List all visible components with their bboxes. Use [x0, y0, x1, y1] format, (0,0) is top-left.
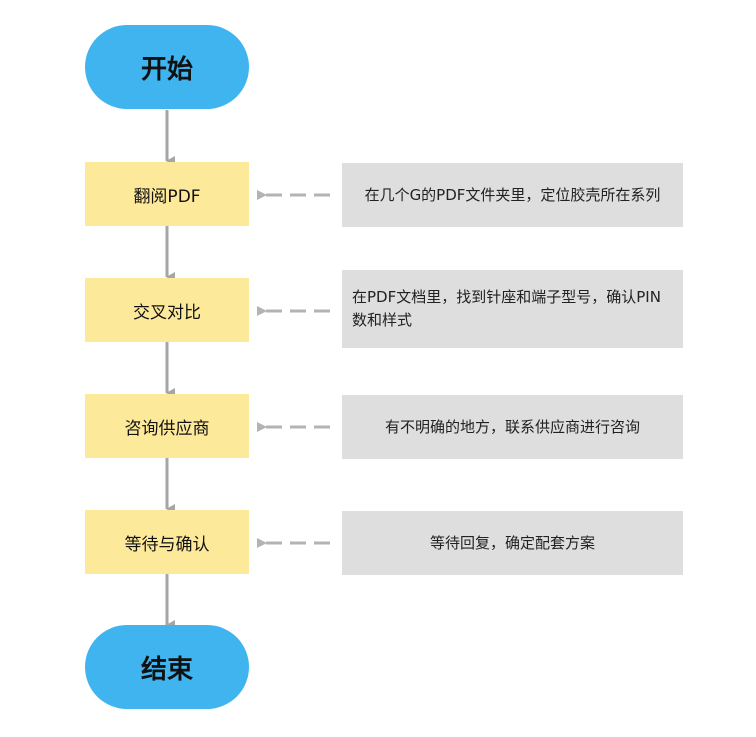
start-label: 开始 [140, 54, 193, 85]
note-text: 在PDF文档里，找到针座和端子型号，确认PIN数和样式 [352, 288, 661, 329]
start-terminal: 开始 [85, 25, 249, 109]
note-cross-compare: 在PDF文档里，找到针座和端子型号，确认PIN数和样式 [342, 270, 683, 348]
step-label: 等待与确认 [124, 534, 210, 555]
step-label: 交叉对比 [133, 302, 201, 323]
end-label: 结束 [140, 654, 193, 685]
step-wait-confirm: 等待与确认 [85, 510, 249, 574]
step-label: 咨询供应商 [124, 418, 210, 439]
note-browse-pdf: 在几个G的PDF文件夹里，定位胶壳所在系列 [342, 163, 683, 227]
note-text: 有不明确的地方，联系供应商进行咨询 [384, 417, 640, 436]
step-label: 翻阅PDF [133, 186, 201, 207]
end-terminal: 结束 [85, 625, 249, 709]
step-browse-pdf: 翻阅PDF [85, 162, 249, 226]
note-text: 在几个G的PDF文件夹里，定位胶壳所在系列 [364, 185, 661, 204]
note-consult-supplier: 有不明确的地方，联系供应商进行咨询 [342, 395, 683, 459]
note-text: 等待回复，确定配套方案 [429, 533, 595, 552]
step-cross-compare: 交叉对比 [85, 278, 249, 342]
step-consult-supplier: 咨询供应商 [85, 394, 249, 458]
note-wait-confirm: 等待回复，确定配套方案 [342, 511, 683, 575]
